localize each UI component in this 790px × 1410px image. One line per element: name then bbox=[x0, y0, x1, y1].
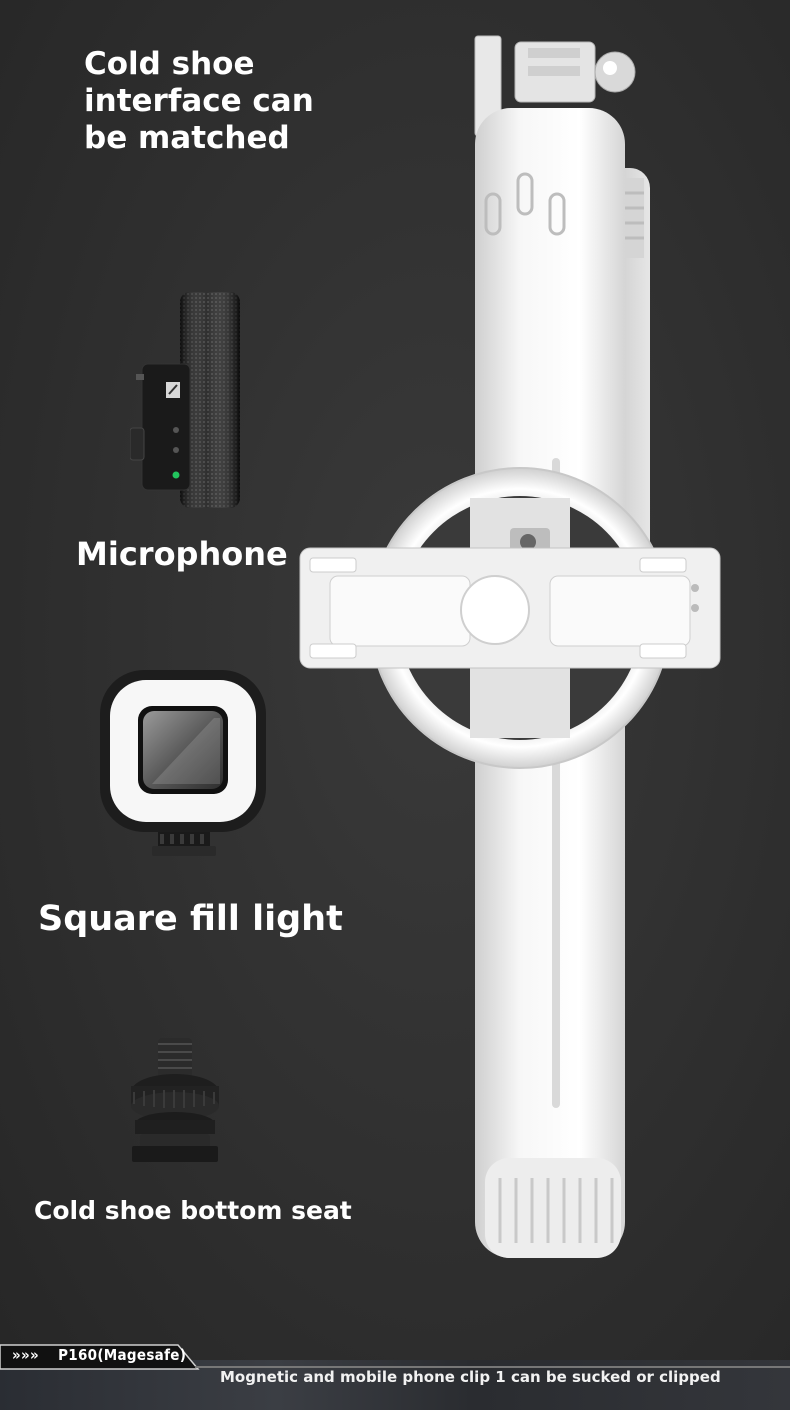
microphone-label: Microphone bbox=[76, 535, 288, 573]
footer-band: »»» P160(Magesafe) Mognetic and mobile p… bbox=[0, 1342, 790, 1410]
footer-caption: Mognetic and mobile phone clip 1 can be … bbox=[220, 1368, 721, 1386]
arrows-icon: »»» bbox=[12, 1346, 40, 1364]
headline-line-1: Cold shoe bbox=[84, 46, 255, 82]
headline: Cold shoe interface can be matched bbox=[84, 46, 384, 157]
microphone-image bbox=[130, 292, 240, 508]
headline-line-2: interface can bbox=[84, 83, 314, 119]
headline-line-3: be matched bbox=[84, 120, 290, 156]
tripod-selfie-stick-image bbox=[299, 35, 721, 1258]
cold-shoe-seat-image bbox=[131, 1038, 219, 1162]
model-tag-shape bbox=[0, 1344, 200, 1370]
square-fill-light-image bbox=[100, 670, 266, 856]
footer-divider bbox=[195, 1366, 790, 1368]
square-fill-light-label: Square fill light bbox=[38, 899, 343, 939]
model-tag: »»» P160(Magesafe) bbox=[12, 1346, 186, 1364]
model-name: P160(Magesafe) bbox=[58, 1346, 187, 1364]
cold-shoe-seat-label: Cold shoe bottom seat bbox=[34, 1196, 352, 1225]
